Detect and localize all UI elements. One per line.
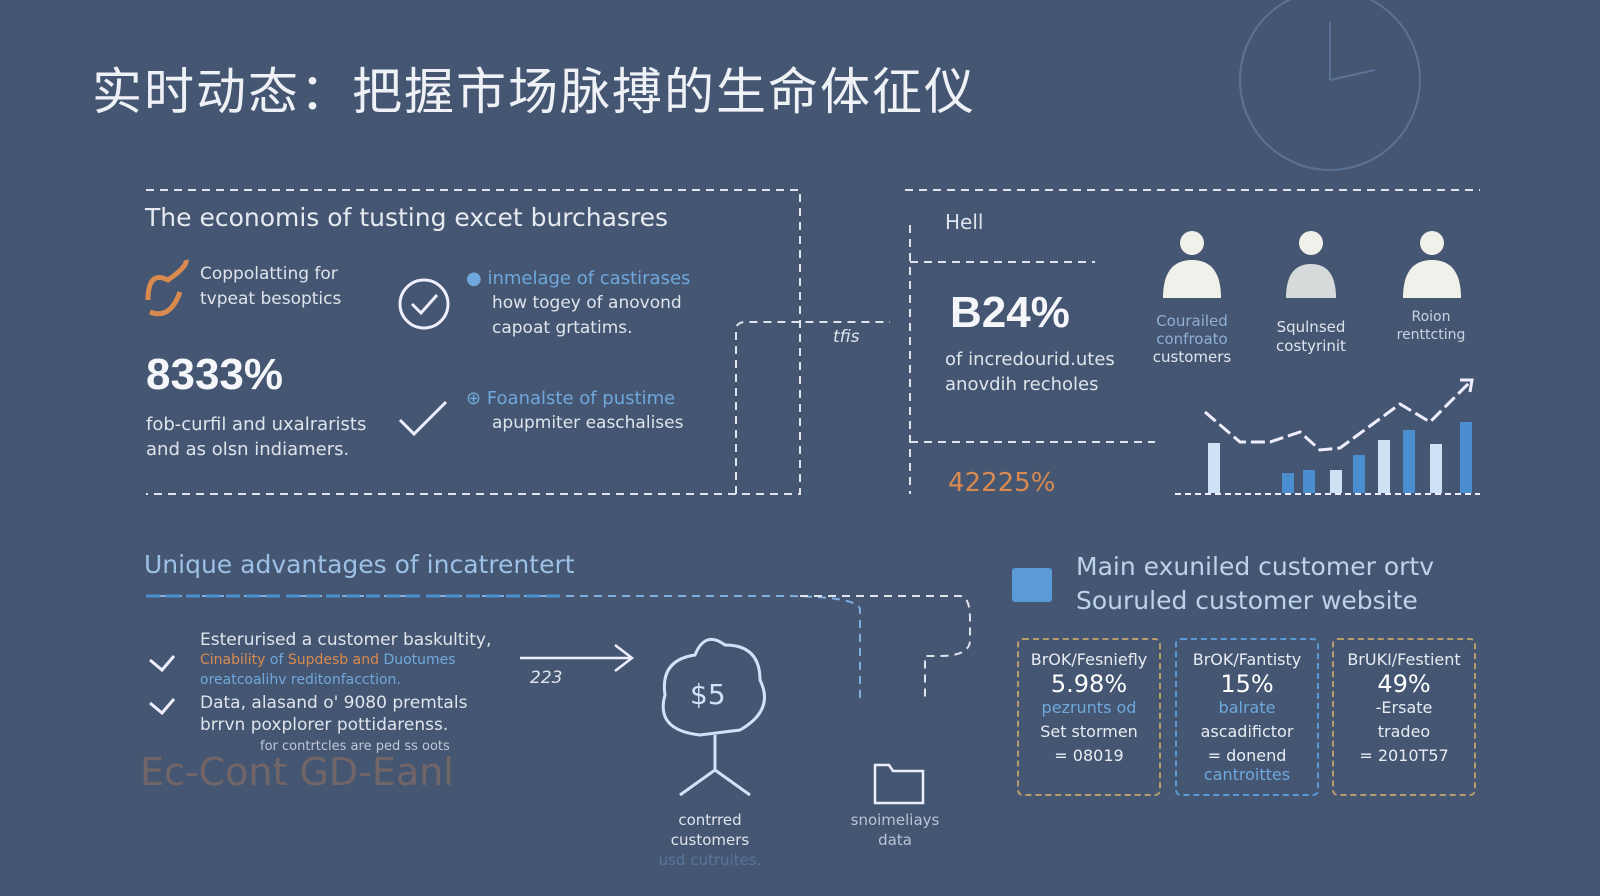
person3-label: Roion renttcting [1380, 308, 1482, 344]
label-line: confroato [1156, 330, 1228, 348]
card-value: 49% [1377, 670, 1431, 698]
stat-card: BrUKI/Festient 49% -Ersate tradeo = 2010… [1332, 638, 1476, 796]
arrow-number: 223 [530, 668, 563, 688]
label-line: customers [1152, 348, 1232, 366]
basket-icon [1012, 568, 1052, 602]
person2-label: Squlnsed costyrinit [1260, 318, 1362, 356]
bullet1-line: how togey of anovond [492, 293, 682, 313]
sub-line: oreatcoalihv reditonfacction. [200, 672, 401, 688]
sub-word: of [269, 652, 284, 668]
bullet2-title-text: Foanalste of pustime [486, 388, 676, 409]
card-extra: cantroittes [1203, 765, 1291, 784]
label-line: customers [670, 831, 750, 849]
node2-label: snoimeliays data [840, 810, 950, 850]
card-line: Set stormen [1040, 722, 1138, 741]
item-line: brrvn poxplorer pottidarenss. [200, 715, 449, 735]
bar-chart-decoration [1175, 378, 1480, 495]
heading-line: Main exuniled customer ortv [1076, 552, 1434, 581]
label-line: Squlnsed [1276, 318, 1346, 336]
orange-stat: 42225% [948, 468, 1056, 498]
item-title: Esterurised a customer baskultity, [200, 630, 492, 650]
website-heading: Main exuniled customer ortv Souruled cus… [1076, 550, 1434, 618]
stat-caption: fob-curfil and uxalrarists and as olsn i… [146, 412, 366, 462]
person-icons [1163, 231, 1461, 298]
card-head: BrOK/Fesniefly [1030, 650, 1148, 669]
folder-icon [873, 763, 925, 805]
card-value: 5.98% [1050, 670, 1128, 698]
bullet2: ⊕ Foanalste of pustime apupmiter easchal… [466, 386, 683, 436]
big-stat: 8333% [146, 350, 284, 399]
b24-stat: B24% [950, 288, 1070, 337]
plus-icon: ⊕ [466, 388, 487, 409]
bullet2-line: apupmiter easchalises [492, 413, 684, 433]
sub-word: Cinability [200, 652, 266, 668]
item-line: Data, alasand o' 9080 premtals [200, 693, 468, 713]
sub-word: Duotumes [383, 652, 456, 668]
bullet1: ● inmelage of castirases how togey of an… [466, 266, 690, 341]
label-line: snoimeliays [850, 811, 940, 829]
item1-text: Coppolatting for tvpeat besoptics [200, 262, 341, 312]
caption-line: and as olsn indiamers. [146, 439, 350, 460]
bullet1-line: capoat grtatims. [492, 318, 633, 338]
label-line: usd cutruites. [658, 851, 762, 869]
advantages-heading: Unique advantages of incatrentert [144, 550, 575, 579]
sub-word: Supdesb and [287, 652, 379, 668]
money-tree-icon [661, 637, 766, 797]
label-line: Courailed [1156, 312, 1228, 330]
heading-line: Souruled customer website [1076, 586, 1418, 615]
item-sub: for contrtcles are ped ss oots [260, 739, 450, 754]
item1-line: Coppolatting for [200, 264, 338, 284]
card-value: 15% [1220, 670, 1274, 698]
card-code: = 2010T57 [1359, 746, 1449, 765]
bullet1-title: ● inmelage of castirases [466, 266, 690, 291]
money-label: $5 [690, 678, 726, 711]
card-head: BrUKI/Festient [1347, 650, 1461, 669]
hell-label: Hell [945, 210, 984, 234]
page-title: 实时动态：把握市场脉搏的生命体征仪 [92, 63, 976, 121]
card-sub: -Ersate [1375, 698, 1433, 717]
left-heading: The economis of tusting excet burchasres [145, 203, 669, 232]
stat-card: BrOK/Fantisty 15% balrate ascadifictor =… [1175, 638, 1319, 796]
advantage-item2: Data, alasand o' 9080 premtals brrvn pox… [200, 692, 467, 758]
person1-label: Courailed confroato customers [1142, 312, 1242, 366]
advantage-item1: Esterurised a customer baskultity, Cinab… [200, 630, 491, 690]
label-line: Roion [1411, 309, 1451, 325]
label-line: contrred [678, 811, 742, 829]
bullet1-title-text: inmelage of castirases [487, 268, 691, 289]
card-head: BrOK/Fantisty [1192, 650, 1302, 669]
label-line: costyrinit [1276, 337, 1346, 355]
dot-icon: ● [466, 268, 488, 289]
item1-line: tvpeat besoptics [200, 289, 342, 309]
caption-line: fob-curfil and uxalrarists [146, 414, 367, 435]
caption-line: of incredourid.utes [945, 349, 1115, 370]
card-sub: pezrunts od [1041, 698, 1137, 717]
caption-line: anovdih recholes [945, 374, 1099, 395]
card-line: tradeo [1377, 722, 1431, 741]
card-code: = donend [1207, 746, 1287, 765]
label-line: data [878, 831, 912, 849]
node1-label: contrred customers usd cutruites. [650, 810, 770, 870]
card-line: ascadifictor [1200, 722, 1294, 741]
arrow-label: tfis [833, 327, 860, 347]
stat-card: BrOK/Fesniefly 5.98% pezrunts od Set sto… [1017, 638, 1161, 796]
b24-caption: of incredourid.utes anovdih recholes [945, 347, 1115, 397]
card-sub: balrate [1218, 698, 1276, 717]
faded-text: Ec-Cont GD-Eanl [140, 750, 454, 794]
label-line: renttcting [1396, 327, 1466, 343]
card-code: = 08019 [1054, 746, 1124, 765]
bullet2-title: ⊕ Foanalste of pustime [466, 386, 683, 411]
